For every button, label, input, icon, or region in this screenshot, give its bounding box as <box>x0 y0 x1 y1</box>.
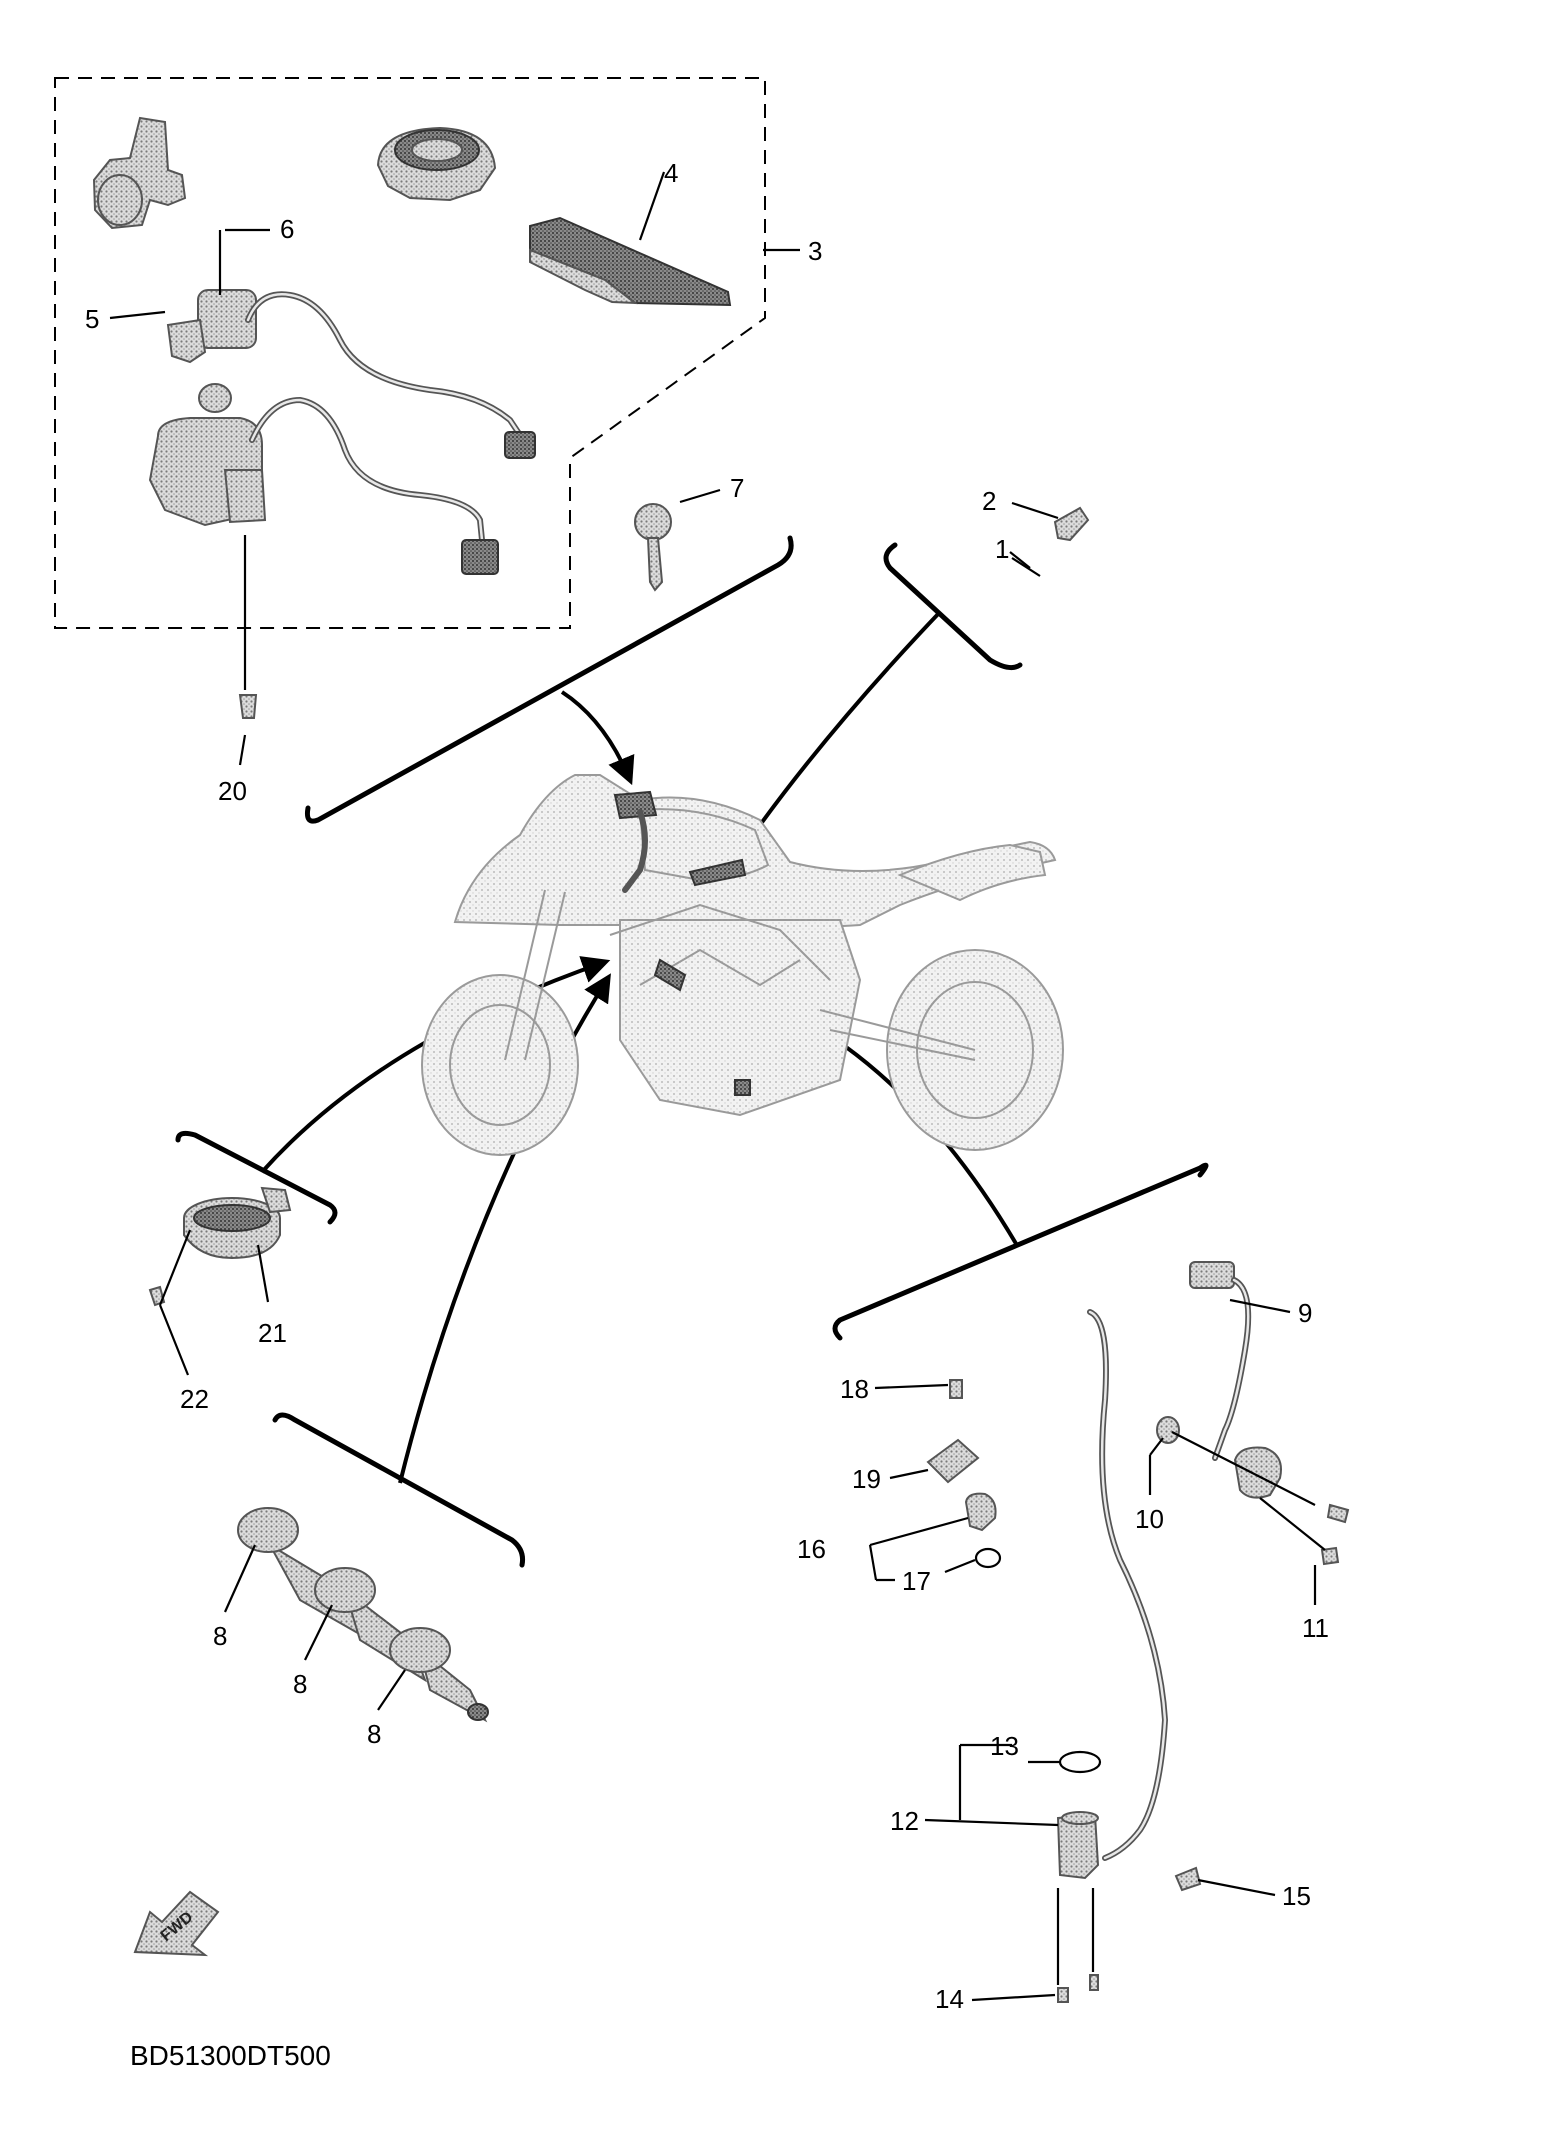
motorcycle-illustration <box>421 774 1064 1156</box>
sensor-part-9 <box>1156 1261 1350 1566</box>
sensor-part-12 <box>1056 1309 1202 2003</box>
callout-22: 22 <box>180 1384 209 1414</box>
callout-10: 10 <box>1135 1504 1164 1534</box>
bolt-part-22 <box>148 1285 166 1307</box>
pad-part <box>529 216 732 307</box>
callout-4: 4 <box>664 158 678 188</box>
diagram-code: BD51300DT500 <box>130 2040 331 2071</box>
sensor-part-21 <box>183 1186 292 1260</box>
callout-12: 12 <box>890 1806 919 1836</box>
callout-9: 9 <box>1298 1298 1312 1328</box>
callout-17: 17 <box>902 1566 931 1596</box>
leader-lines <box>109 171 1326 2002</box>
callout-8c: 8 <box>367 1719 381 1749</box>
callout-5: 5 <box>85 304 99 334</box>
callout-16: 16 <box>797 1534 826 1564</box>
callout-19: 19 <box>852 1464 881 1494</box>
callout-11: 11 <box>1302 1613 1329 1643</box>
bracket-part <box>92 116 187 230</box>
switch-part <box>166 289 536 459</box>
callout-8a: 8 <box>213 1621 227 1651</box>
key-part <box>634 503 672 592</box>
callout-1: 1 <box>995 534 1009 564</box>
pin-parts <box>1011 506 1090 577</box>
callout-18: 18 <box>840 1374 869 1404</box>
callout-21: 21 <box>258 1318 287 1348</box>
cap-part <box>376 126 497 202</box>
kit-dashed-outline <box>54 77 766 629</box>
sensor-part-16 <box>926 1379 1002 1569</box>
callout-3: 3 <box>808 236 822 266</box>
ignition-coils-part-8 <box>237 1507 489 1723</box>
lock-part <box>148 383 499 575</box>
callout-14: 14 <box>935 1984 964 2014</box>
callout-15: 15 <box>1282 1881 1311 1911</box>
callout-7: 7 <box>730 473 744 503</box>
bolt-part-20 <box>238 694 258 719</box>
callout-8b: 8 <box>293 1669 307 1699</box>
callout-6: 6 <box>280 214 294 244</box>
callout-labels: 6 4 3 5 7 2 1 20 21 22 8 8 8 9 10 11 18 … <box>85 158 1329 2014</box>
callout-13: 13 <box>990 1731 1019 1761</box>
callout-2: 2 <box>982 486 996 516</box>
fwd-arrow-icon: FWD <box>133 1890 220 1957</box>
callout-20: 20 <box>218 776 247 806</box>
